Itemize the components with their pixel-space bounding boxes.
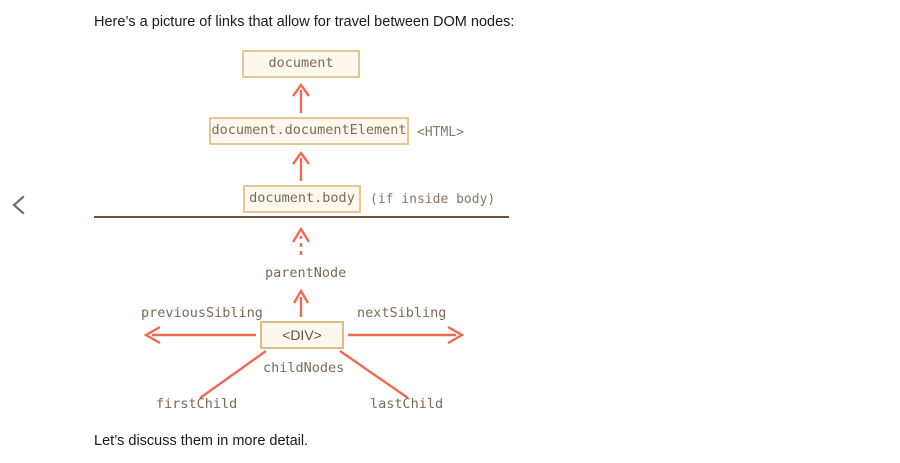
previous-page-button[interactable] <box>4 192 34 222</box>
label-childnodes: childNodes <box>263 360 345 376</box>
label-parentnode: parentNode <box>265 265 347 281</box>
arrow-div-to-parentnode <box>292 288 310 317</box>
line-lastchild <box>339 350 409 399</box>
arrow-body-to-documentelement <box>292 150 310 181</box>
node-div-element[interactable]: <DIV> <box>260 321 344 349</box>
note-if-inside-body: (if inside body) <box>370 192 496 207</box>
dom-traversal-diagram: document document.documentElement <HTML>… <box>90 40 520 420</box>
outro-paragraph: Let’s discuss them in more detail. <box>94 433 309 449</box>
label-previoussibling: previousSibling <box>141 305 263 321</box>
node-document-body[interactable]: document.body <box>243 185 361 213</box>
arrow-documentelement-to-document <box>292 82 310 113</box>
chevron-left-icon <box>11 193 27 222</box>
arrow-nextsibling <box>348 325 465 345</box>
arrow-parentnode-dashed <box>291 226 311 255</box>
label-lastchild: lastChild <box>370 396 444 412</box>
intro-paragraph: Here’s a picture of links that allow for… <box>94 14 515 30</box>
node-document[interactable]: document <box>242 50 360 78</box>
label-nextsibling: nextSibling <box>357 305 447 321</box>
node-document-documentelement[interactable]: document.documentElement <box>209 117 409 145</box>
label-firstchild: firstChild <box>156 396 238 412</box>
diagram-connectors <box>94 82 509 399</box>
arrow-previoussibling <box>143 325 256 345</box>
note-html-tag: <HTML> <box>417 125 464 140</box>
line-firstchild <box>199 350 267 399</box>
